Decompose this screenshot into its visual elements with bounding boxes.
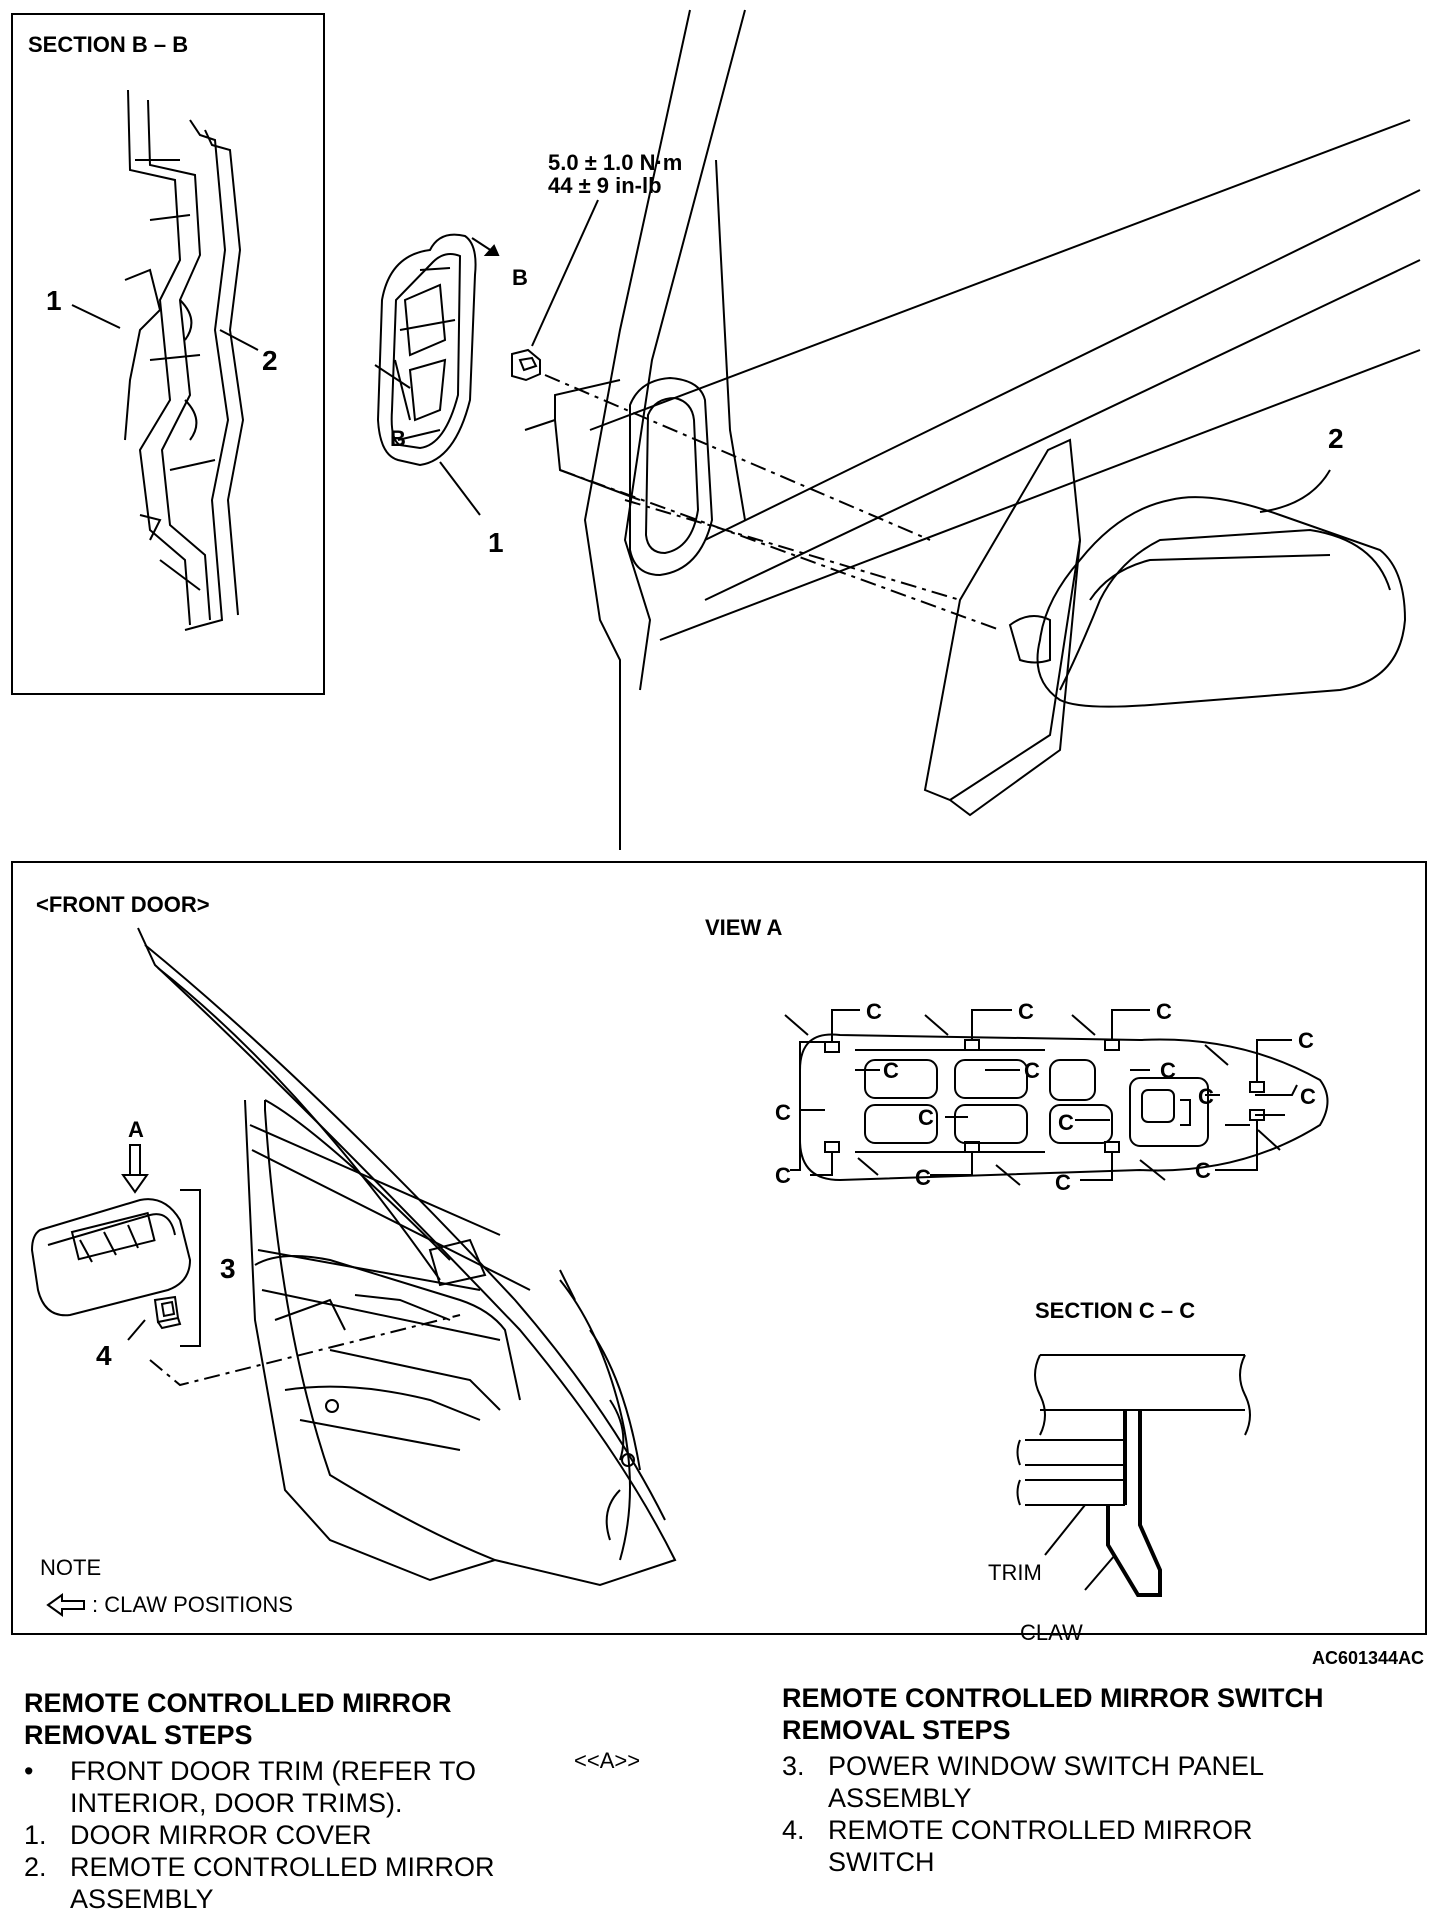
- switch-step-num: 4.: [782, 1815, 805, 1845]
- door-mirror-cover: [376, 233, 477, 467]
- switch-step-num: 3.: [782, 1751, 805, 1781]
- front-door-panel: [11, 861, 1427, 1635]
- section-bb-inset: SECTION B – B 1 2: [11, 13, 325, 695]
- torque-nm: 5.0 ± 1.0 N·m: [548, 150, 682, 175]
- switch-step-text: REMOTE CONTROLLED MIRROR SWITCH: [828, 1815, 1253, 1877]
- claw-c-4: C: [1298, 1028, 1314, 1053]
- switch-removal-title: REMOTE CONTROLLED MIRROR SWITCH REMOVAL …: [782, 1683, 1324, 1745]
- claw-c-9: C: [1300, 1084, 1316, 1109]
- claw-c-3: C: [1156, 999, 1172, 1024]
- claw-label: CLAW: [1020, 1620, 1083, 1645]
- mirror-removal-title: REMOTE CONTROLLED MIRROR REMOVAL STEPS: [24, 1688, 452, 1750]
- mirror-installation: [374, 9, 1421, 850]
- claw-c-13: C: [775, 1163, 791, 1188]
- claw-c-15: C: [1055, 1170, 1071, 1195]
- removal-step-text: FRONT DOOR TRIM (REFER TO INTERIOR, DOOR…: [70, 1756, 477, 1818]
- removal-step: 2. REMOTE CONTROLLED MIRROR ASSEMBLY: [24, 1851, 544, 1915]
- view-a-claw-labels: C C C C C C C C C C C C C C C C: [775, 999, 1316, 1195]
- callout-bracket-3: [180, 1189, 201, 1347]
- removal-step: 1. DOOR MIRROR COVER: [24, 1819, 544, 1851]
- view-a-title: VIEW A: [705, 915, 783, 940]
- callout-1-bb: 1: [46, 285, 62, 316]
- note-label: NOTE: [40, 1555, 101, 1580]
- switch-step: 3. POWER WINDOW SWITCH PANEL ASSEMBLY: [782, 1750, 1342, 1814]
- mirror-base: [923, 438, 1082, 802]
- section-cc-drawing: [1016, 1354, 1251, 1597]
- claw-arrow-icon: [46, 1593, 85, 1617]
- callout-2-main: 2: [1328, 423, 1344, 454]
- removal-step: • FRONT DOOR TRIM (REFER TO INTERIOR, DO…: [24, 1755, 544, 1819]
- power-window-switch-panel: [30, 1198, 192, 1317]
- removal-step-num: 1.: [24, 1820, 47, 1850]
- claw-c-10: C: [775, 1100, 791, 1125]
- callout-4: 4: [96, 1340, 112, 1371]
- trim-label: TRIM: [988, 1560, 1042, 1585]
- claw-positions-label: : CLAW POSITIONS: [92, 1592, 293, 1617]
- view-a-switch-panel: [784, 1009, 1329, 1186]
- switch-step-text: POWER WINDOW SWITCH PANEL ASSEMBLY: [828, 1751, 1263, 1813]
- removal-step-num: •: [24, 1756, 34, 1786]
- claw-c-11: C: [918, 1105, 934, 1130]
- torque-inlb: 44 ± 9 in-lb: [548, 173, 662, 198]
- switch-step: 4. REMOTE CONTROLLED MIRROR SWITCH: [782, 1814, 1342, 1878]
- section-mark-b-upper: B: [512, 265, 528, 290]
- claw-c-6: C: [1024, 1058, 1040, 1083]
- procedure-ref-a: <<A>>: [574, 1748, 641, 1773]
- section-cc-title: SECTION C – C: [1035, 1298, 1195, 1323]
- figure-code: AC601344AC: [1312, 1648, 1424, 1668]
- removal-step-text: DOOR MIRROR COVER: [70, 1820, 372, 1850]
- removal-step-text: REMOTE CONTROLLED MIRROR ASSEMBLY: [70, 1852, 495, 1914]
- front-door-trim: [137, 927, 677, 1587]
- callout-1-main: 1: [488, 527, 504, 558]
- claw-c-7: C: [1160, 1058, 1176, 1083]
- section-bb-title: SECTION B – B: [28, 32, 188, 57]
- mirror-removal-steps: REMOTE CONTROLLED MIRROR REMOVAL STEPS •…: [24, 1687, 544, 1915]
- claw-c-5: C: [883, 1058, 899, 1083]
- view-arrow-a: A: [121, 1117, 149, 1194]
- a-pillar: [583, 9, 691, 850]
- claw-c-8: C: [1198, 1084, 1214, 1109]
- claw-c-1: C: [866, 999, 882, 1024]
- view-mark-a: A: [128, 1117, 144, 1142]
- mirror-housing: [1036, 496, 1407, 708]
- callout-3: 3: [220, 1253, 236, 1284]
- mirror-switch: [127, 1295, 461, 1387]
- mounting-nut: [511, 348, 541, 382]
- section-mark-b-lower: B: [390, 426, 406, 451]
- claw-c-2: C: [1018, 999, 1034, 1024]
- claw-c-16: C: [1195, 1158, 1211, 1183]
- claw-c-14: C: [915, 1165, 931, 1190]
- callout-2-bb: 2: [262, 345, 278, 376]
- removal-step-num: 2.: [24, 1852, 47, 1882]
- front-door-title: <FRONT DOOR>: [36, 892, 210, 917]
- claw-c-12: C: [1058, 1110, 1074, 1135]
- switch-removal-steps: REMOTE CONTROLLED MIRROR SWITCH REMOVAL …: [782, 1682, 1342, 1878]
